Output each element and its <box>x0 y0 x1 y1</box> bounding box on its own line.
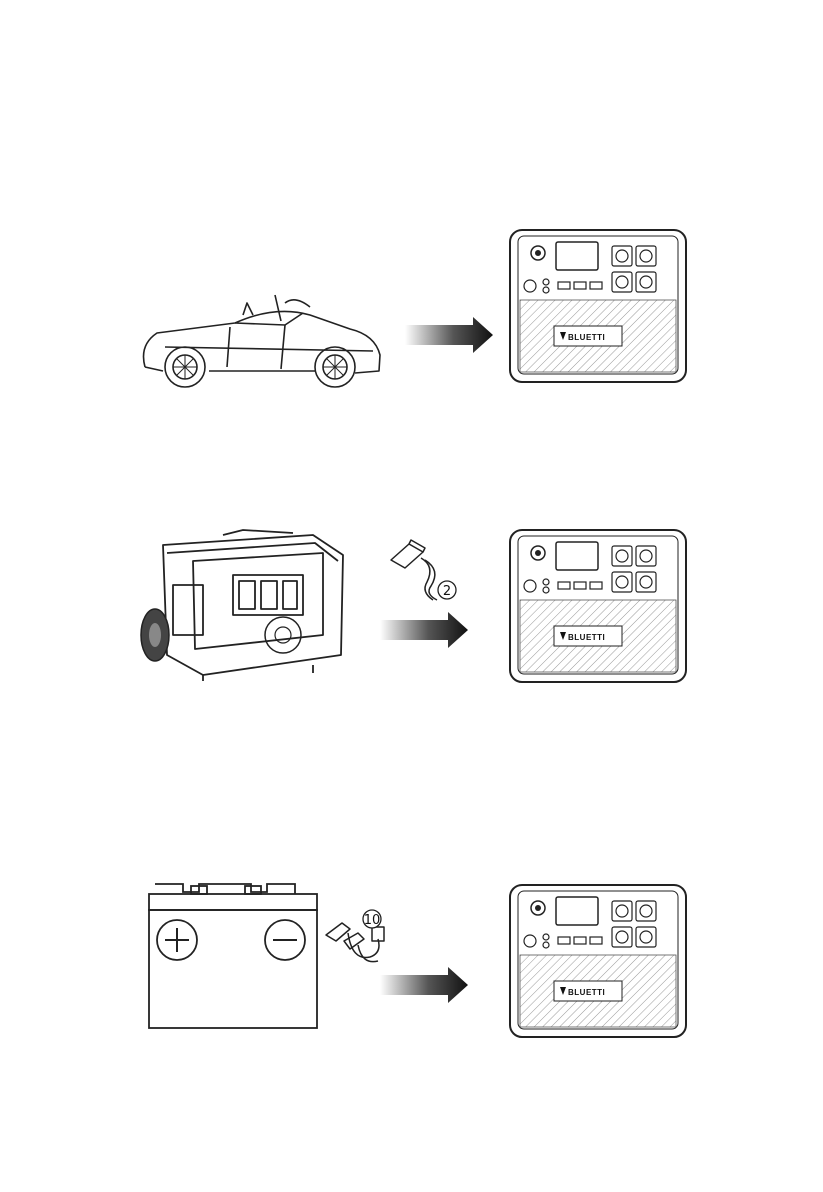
ac-adapter-icon: 2 <box>385 530 465 605</box>
arrow-right-icon <box>380 965 470 1005</box>
brand-logo: BLUETTI <box>568 333 605 342</box>
car-icon <box>135 285 385 390</box>
power-station-icon: BLUETTI <box>508 228 688 386</box>
alligator-clip-cable-icon: 10 <box>322 905 407 970</box>
arrow-right-icon <box>405 315 495 355</box>
accessory-number-label: 2 <box>443 584 451 599</box>
battery-icon <box>145 878 320 1030</box>
arrow-right-icon <box>380 610 470 650</box>
brand-logo: BLUETTI <box>568 633 605 642</box>
power-station-icon: BLUETTI <box>508 883 688 1041</box>
accessory-number-label: 10 <box>364 913 381 928</box>
generator-icon <box>133 525 353 685</box>
brand-logo: BLUETTI <box>568 988 605 997</box>
power-station-icon: BLUETTI <box>508 528 688 686</box>
